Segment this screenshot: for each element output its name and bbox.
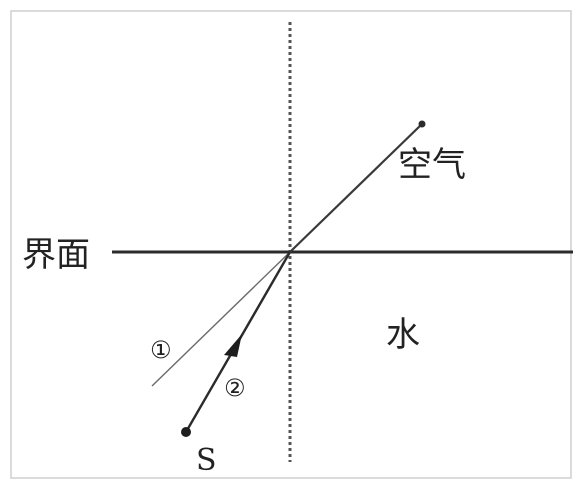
ray-2-arrowhead <box>224 334 242 357</box>
source-point-dot <box>181 427 191 437</box>
ray-1-line <box>151 251 291 387</box>
refracted-ray-end-dot <box>418 120 426 128</box>
refracted-ray-air <box>289 123 423 253</box>
diagram-frame <box>10 10 572 479</box>
source-label: S <box>196 443 217 478</box>
ray-1-label: ① <box>150 336 172 364</box>
air-label: 空气 <box>398 145 466 185</box>
ray-2-label: ② <box>224 374 246 402</box>
interface-label: 界面 <box>22 235 90 275</box>
water-label: 水 <box>386 315 420 355</box>
